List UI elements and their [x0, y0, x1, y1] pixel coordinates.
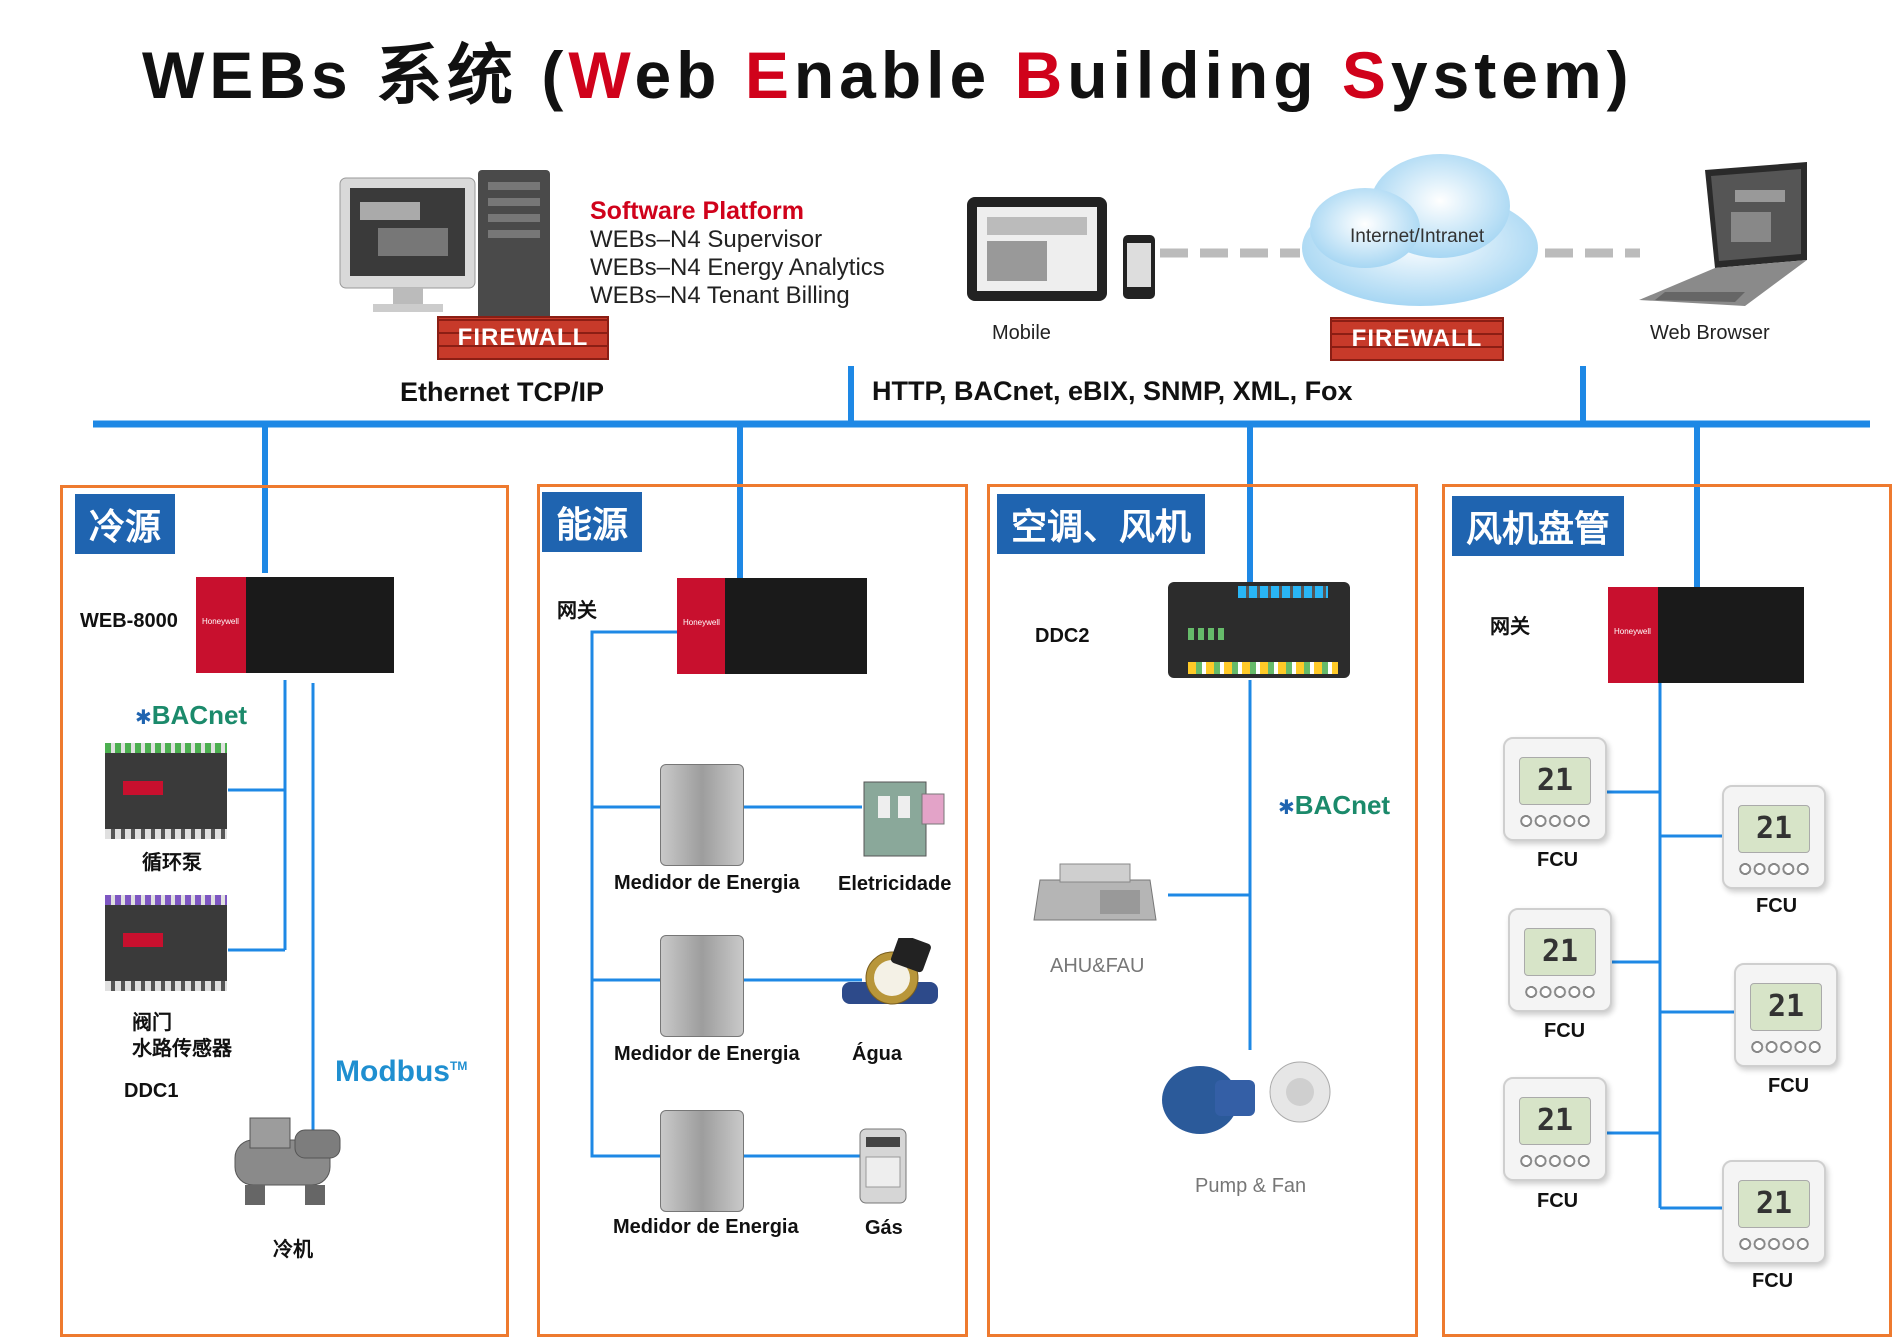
laptop-icon [1639, 162, 1807, 306]
software-platform: Software Platform WEBs–N4 Supervisor WEB… [590, 197, 885, 310]
fcu-label: FCU [1537, 849, 1579, 871]
software-platform-heading: Software Platform [590, 197, 804, 225]
bacnet-icon: ✱ [1278, 797, 1295, 819]
panel-fcu [1442, 484, 1892, 1337]
fcu-label: FCU [1752, 1270, 1794, 1292]
ahu-label: AHU&FAU [1050, 955, 1145, 977]
firewall-right: FIREWALL [1330, 317, 1504, 361]
fcu-label: FCU [1544, 1020, 1586, 1042]
software-item: WEBs–N4 Tenant Billing [590, 282, 850, 309]
water-label: Água [852, 1043, 902, 1065]
water-sensor-label: 水路传感器 [132, 1038, 232, 1060]
bacnet-logo-chiller: ✱BACnet [135, 700, 247, 731]
meter-label: Medidor de Energia [614, 1043, 800, 1065]
panel-hvac [987, 484, 1418, 1337]
title-building: uilding [1067, 38, 1342, 112]
cloud-icon [1302, 154, 1538, 306]
fcu-thermostat: 21 [1508, 908, 1612, 1012]
gateway-label-energy: 网关 [557, 600, 597, 622]
pump-label: 循环泵 [142, 852, 202, 874]
brand-label: Honeywell [1614, 627, 1651, 636]
thermostat-display: 21 [1738, 1180, 1810, 1228]
electricity-label: Eletricidade [838, 873, 952, 895]
electric-panel-icon [863, 781, 945, 857]
energy-meter-icon [660, 935, 744, 1037]
energy-meter-icon [660, 764, 744, 866]
thermostat-display: 21 [1738, 805, 1810, 853]
bacnet-logo-hvac: ✱BACnet [1278, 790, 1390, 821]
protocol-ethernet: Ethernet TCP/IP [400, 377, 605, 407]
fcu-label: FCU [1756, 895, 1798, 917]
protocol-list: HTTP, BACnet, eBIX, SNMP, XML, Fox [872, 376, 1353, 406]
thermostat-display: 21 [1519, 1097, 1591, 1145]
ddc-valve-device [105, 895, 227, 991]
modbus-text: Modbus [335, 1055, 450, 1088]
energy-meter-icon [660, 1110, 744, 1212]
title-letter-w: W [568, 38, 635, 112]
panel-title-fcu: 风机盘管 [1452, 496, 1625, 556]
panel-title-energy: 能源 [542, 492, 643, 552]
fcu-thermostat: 21 [1722, 785, 1826, 889]
fcu-label: FCU [1768, 1075, 1810, 1097]
title-web: eb [634, 38, 745, 112]
page-title: WEBs 系统 (Web Enable Building System) [142, 22, 1634, 118]
chiller-label: 冷机 [273, 1239, 313, 1261]
gateway-label-fcu: 网关 [1490, 616, 1530, 638]
gas-label: Gás [865, 1217, 903, 1239]
ddc2-controller [1168, 582, 1350, 678]
mobile-devices-icon [967, 197, 1155, 301]
title-enable: nable [793, 38, 1015, 112]
valve-label: 阀门 [132, 1012, 172, 1034]
water-meter-icon [842, 938, 938, 1005]
thermostat-display: 21 [1750, 983, 1822, 1031]
fcu-thermostat: 21 [1503, 1077, 1607, 1181]
modbus-logo: ModbusTM [335, 1055, 467, 1089]
bacnet-text: BACnet [151, 700, 248, 730]
pump-fan-icon [1162, 1061, 1331, 1134]
title-letter-e: E [744, 38, 794, 112]
bacnet-icon: ✱ [135, 707, 152, 729]
title-letter-s: S [1341, 38, 1391, 112]
fcu-thermostat: 21 [1734, 963, 1838, 1067]
modbus-tm: TM [449, 1059, 468, 1073]
ddc-pump-device [105, 743, 227, 839]
cloud-label: Internet/Intranet [1350, 226, 1485, 247]
meter-label: Medidor de Energia [613, 1216, 799, 1238]
panel-title-chiller: 冷源 [75, 494, 176, 554]
firewall-left: FIREWALL [437, 316, 609, 360]
ahu-icon [1033, 863, 1157, 921]
pump-fan-label: Pump & Fan [1195, 1175, 1307, 1197]
workstation-icon [339, 170, 550, 320]
panel-title-hvac: 空调、风机 [997, 494, 1206, 554]
controller-label: WEB-8000 [80, 610, 178, 632]
gas-meter-icon [859, 1128, 907, 1204]
ddc2-label: DDC2 [1035, 625, 1090, 647]
software-item: WEBs–N4 Supervisor [590, 226, 823, 253]
panel-energy [537, 484, 968, 1337]
web8000-controller: Honeywell [196, 577, 394, 673]
chiller-icon [234, 1117, 341, 1205]
ddc1-label: DDC1 [124, 1080, 179, 1102]
bacnet-text: BACnet [1294, 790, 1391, 820]
brand-label: Honeywell [683, 618, 720, 627]
title-letter-b: B [1014, 38, 1068, 112]
panel-chiller [60, 485, 509, 1337]
energy-gateway-controller: Honeywell [677, 578, 867, 674]
fcu-thermostat: 21 [1503, 737, 1607, 841]
software-item: WEBs–N4 Energy Analytics [590, 254, 885, 281]
brand-label: Honeywell [202, 617, 239, 626]
fcu-gateway-controller: Honeywell [1608, 587, 1804, 683]
meter-label: Medidor de Energia [614, 872, 800, 894]
title-prefix: WEBs 系统 ( [142, 38, 569, 112]
fcu-label: FCU [1537, 1190, 1579, 1212]
fcu-thermostat: 21 [1722, 1160, 1826, 1264]
title-system: ystem) [1390, 38, 1634, 112]
mobile-label: Mobile [992, 322, 1051, 344]
thermostat-display: 21 [1524, 928, 1596, 976]
thermostat-display: 21 [1519, 757, 1591, 805]
web-browser-label: Web Browser [1650, 322, 1770, 344]
